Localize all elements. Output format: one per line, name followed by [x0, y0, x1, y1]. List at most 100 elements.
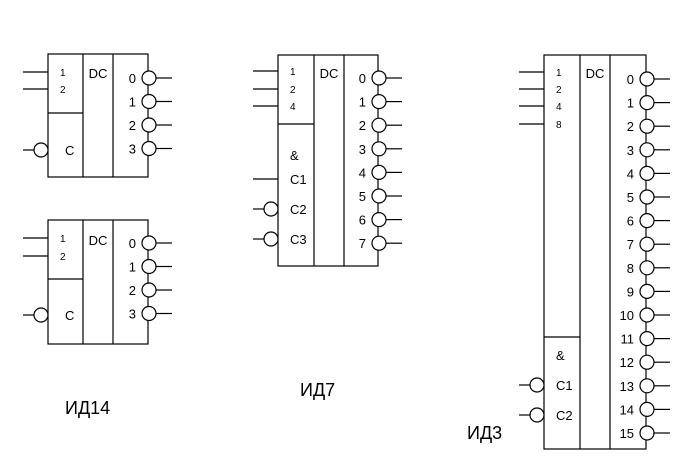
id3-out-bubble-0 — [639, 71, 655, 87]
id14b-dc-label: DC — [89, 233, 108, 248]
id3-out-label-6: 6 — [627, 214, 634, 229]
id3-out-bubble-4 — [639, 165, 655, 181]
id7-ctrl-label-C1: C1 — [290, 172, 307, 187]
id14a-body — [47, 53, 149, 178]
id3-out-bubble-1 — [639, 94, 655, 111]
caption-id7: ИД7 — [300, 380, 336, 400]
id7-addr-label-4: 4 — [290, 102, 296, 113]
id7-and-label: & — [290, 148, 299, 163]
id3-ctrl-bubble-C2 — [529, 407, 545, 423]
id3-out-label-1: 1 — [627, 96, 634, 111]
id7-out-bubble-1 — [371, 93, 387, 110]
id7-out-bubble-7 — [371, 235, 387, 251]
caption-id3: ИД3 — [467, 423, 503, 443]
id14a-out-label-3: 3 — [129, 142, 136, 157]
id3-out-bubble-10 — [639, 307, 655, 323]
id3-out-label-15: 15 — [620, 426, 634, 441]
id3-out-bubble-13 — [639, 378, 655, 394]
id14b-addr-label-2: 2 — [60, 252, 66, 263]
id14b-out-bubble-1 — [141, 258, 157, 275]
caption-id14: ИД14 — [65, 398, 111, 418]
id3-and-label: & — [556, 348, 565, 363]
id7-out-bubble-4 — [371, 164, 387, 180]
id14a-addr-label-2: 2 — [60, 85, 66, 96]
id3-out-bubble-8 — [639, 260, 655, 276]
id3-addr-label-4: 4 — [556, 102, 562, 113]
id3-out-bubble-5 — [639, 189, 655, 205]
id7-out-label-3: 3 — [359, 142, 366, 157]
id3-out-label-11: 11 — [621, 332, 635, 347]
id14b-addr-label-1: 1 — [60, 234, 66, 245]
id3-out-bubble-7 — [639, 236, 655, 252]
id3-out-bubble-2 — [639, 118, 655, 134]
id7-dc-label: DC — [320, 66, 339, 81]
id3-out-bubble-12 — [639, 354, 655, 370]
id7-out-label-6: 6 — [359, 213, 366, 228]
id14b-ctrl-label-C: C — [65, 308, 74, 323]
id14b-body — [47, 219, 149, 345]
id7-ctrl-bubble-C3 — [263, 231, 279, 247]
id3-out-bubble-15 — [639, 425, 655, 441]
id7-out-bubble-2 — [371, 117, 387, 133]
id14a-ctrl-label-C: C — [65, 143, 74, 158]
id7-out-bubble-0 — [371, 70, 387, 86]
id14a-out-bubble-3 — [141, 140, 157, 157]
id3-out-bubble-3 — [639, 142, 655, 158]
id14a-out-label-1: 1 — [129, 95, 136, 110]
id7-ctrl-label-C2: C2 — [290, 202, 307, 217]
id3-dc-label: DC — [586, 66, 605, 81]
id7-body — [277, 54, 379, 267]
id3-out-bubble-6 — [639, 213, 655, 229]
id7-out-label-1: 1 — [359, 95, 366, 110]
id3-ctrl-bubble-C1 — [529, 377, 545, 393]
id3-out-label-0: 0 — [627, 72, 634, 87]
id14a-out-bubble-2 — [141, 117, 157, 133]
id3-out-label-14: 14 — [620, 402, 634, 417]
id14a-out-label-0: 0 — [129, 71, 136, 86]
id7-out-label-7: 7 — [359, 236, 366, 251]
id7-out-bubble-6 — [371, 212, 387, 228]
id7-out-label-0: 0 — [359, 71, 366, 86]
id7-out-label-4: 4 — [359, 165, 366, 180]
id14a-addr-label-1: 1 — [60, 68, 66, 79]
id14a-out-label-2: 2 — [129, 118, 136, 133]
id14b-ctrl-bubble-C — [33, 307, 49, 323]
id3-out-bubble-14 — [639, 401, 655, 417]
id7-out-label-5: 5 — [359, 189, 366, 204]
id14b-out-bubble-2 — [141, 282, 157, 298]
id3-out-label-8: 8 — [627, 261, 634, 276]
id14a-ctrl-bubble-C — [33, 142, 49, 158]
id14b-out-label-1: 1 — [129, 260, 136, 275]
id14a-out-bubble-1 — [141, 93, 157, 110]
id7-ctrl-bubble-C2 — [263, 201, 279, 217]
id3-out-label-5: 5 — [627, 190, 634, 205]
id3-ctrl-label-C1: C1 — [556, 378, 573, 393]
id3-out-label-7: 7 — [627, 237, 634, 252]
id7-out-bubble-5 — [371, 188, 387, 204]
id3-out-label-4: 4 — [627, 166, 634, 181]
id3-out-label-12: 12 — [620, 355, 634, 370]
id14a-dc-label: DC — [89, 66, 108, 81]
id3-out-label-13: 13 — [620, 379, 634, 394]
id7-ctrl-label-C3: C3 — [290, 232, 307, 247]
id3-addr-label-1: 1 — [556, 68, 562, 79]
id3-body — [543, 54, 647, 450]
id3-out-label-3: 3 — [627, 143, 634, 158]
id14b-out-bubble-0 — [141, 235, 157, 251]
id14a-out-bubble-0 — [141, 70, 157, 86]
id3-addr-label-8: 8 — [556, 120, 562, 131]
id3-out-label-10: 10 — [620, 308, 634, 323]
id7-out-label-2: 2 — [359, 118, 366, 133]
id14b-out-label-3: 3 — [129, 307, 136, 322]
id3-addr-label-2: 2 — [556, 85, 562, 96]
id14b-out-bubble-3 — [141, 305, 157, 322]
id14b-out-label-0: 0 — [129, 236, 136, 251]
id3-out-bubble-9 — [639, 283, 655, 299]
id7-addr-label-2: 2 — [290, 85, 296, 96]
id14b-out-label-2: 2 — [129, 283, 136, 298]
id3-out-bubble-11 — [639, 331, 655, 347]
id7-out-bubble-3 — [371, 141, 387, 157]
id7-addr-label-1: 1 — [290, 67, 296, 78]
id3-out-label-2: 2 — [627, 119, 634, 134]
